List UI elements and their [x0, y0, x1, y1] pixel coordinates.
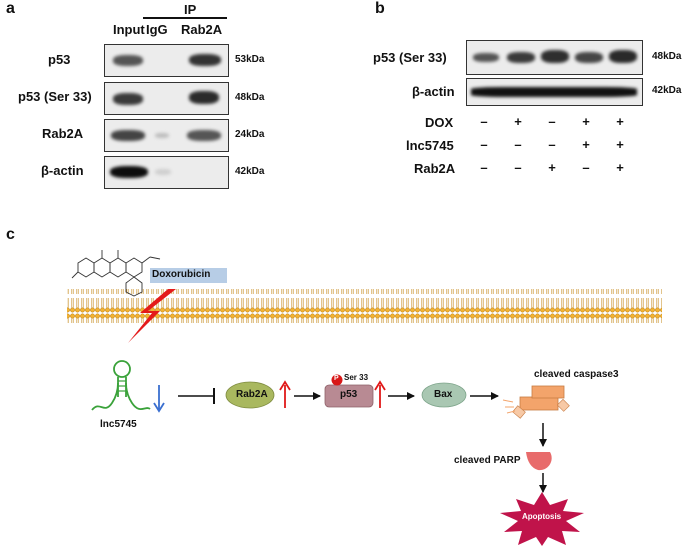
row-label-p53-ser33: p53 (Ser 33): [18, 89, 92, 104]
blot-p53: [104, 44, 229, 77]
doxorubicin-label-box: [150, 268, 227, 283]
lane-label-rab2a: Rab2A: [181, 22, 223, 37]
membrane-bilayer: [67, 289, 662, 323]
sign-lnc-2: –: [514, 137, 522, 152]
ip-header: IP: [184, 2, 197, 17]
blot-b-beta-actin: [466, 78, 643, 106]
row-label-b-p53-ser33: p53 (Ser 33): [373, 50, 447, 65]
condition-label-lnc5745: lnc5745: [406, 138, 454, 153]
panel-b-letter: b: [375, 0, 385, 17]
cleaved-caspase3-icon: [502, 385, 570, 419]
phospho-icon: [331, 374, 343, 386]
sign-dox-5: +: [616, 114, 624, 129]
bax-node: [421, 382, 467, 408]
kda-b-beta-actin: 42kDa: [652, 85, 682, 96]
sign-rab-3: +: [548, 160, 556, 175]
kda-b-p53-ser33: 48kDa: [652, 51, 682, 62]
ip-bracket: [143, 17, 227, 19]
kda-rab2a: 24kDa: [235, 129, 265, 140]
rab2a-node-label: Rab2A: [236, 389, 268, 400]
sign-rab-2: –: [514, 160, 522, 175]
kda-beta-actin: 42kDa: [235, 166, 265, 177]
rab2a-node: [225, 381, 275, 409]
up-arrow-icon: [279, 380, 291, 391]
cleaved-caspase3-label: cleaved caspase3: [534, 369, 619, 380]
doxorubicin-structure-icon: [71, 250, 161, 297]
apoptosis-starburst: [500, 492, 584, 546]
row-label-rab2a: Rab2A: [42, 126, 84, 141]
blot-beta-actin: [104, 156, 229, 189]
blot-b-p53-ser33: [466, 40, 643, 75]
kda-p53-ser33: 48kDa: [235, 92, 265, 103]
sign-rab-5: +: [616, 160, 624, 175]
condition-label-rab2a: Rab2A: [414, 161, 456, 176]
panel-c-letter: c: [6, 226, 15, 243]
p53-node-label: p53: [340, 389, 358, 400]
sign-lnc-5: +: [616, 137, 624, 152]
sign-lnc-4: +: [582, 137, 590, 152]
sign-dox-2: +: [514, 114, 522, 129]
cleaved-parp-icon: [526, 452, 552, 471]
lightning-bolt-icon: [128, 289, 176, 343]
kda-p53: 53kDa: [235, 54, 265, 65]
bax-node-label: Bax: [434, 389, 453, 400]
sign-lnc-3: –: [548, 137, 556, 152]
sign-lnc-1: –: [480, 137, 488, 152]
panel-a-letter: a: [6, 0, 15, 17]
lnc5745-label: lnc5745: [100, 419, 137, 430]
row-label-b-beta-actin: β-actin: [412, 84, 455, 99]
sign-dox-1: –: [480, 114, 488, 129]
blot-rab2a: [104, 119, 229, 152]
row-label-beta-actin: β-actin: [41, 163, 84, 178]
sign-dox-3: –: [548, 114, 556, 129]
blot-p53-ser33: [104, 82, 229, 115]
sign-rab-1: –: [480, 160, 488, 175]
sign-rab-4: –: [582, 160, 590, 175]
apoptosis-label: Apoptosis: [522, 512, 562, 521]
pathway-diagram: [67, 250, 662, 546]
cleaved-parp-label: cleaved PARP: [454, 455, 521, 466]
rna-hairpin-icon: [91, 360, 151, 411]
lane-label-input: Input: [113, 22, 145, 37]
phospho-label: P: [334, 375, 339, 382]
row-label-p53: p53: [48, 52, 71, 67]
lane-label-igg: IgG: [146, 22, 168, 37]
condition-label-dox: DOX: [425, 115, 454, 130]
doxorubicin-label: Doxorubicin: [152, 269, 211, 280]
ser33-label: Ser 33: [344, 373, 369, 382]
p53-node: [324, 384, 374, 408]
sign-dox-4: +: [582, 114, 590, 129]
